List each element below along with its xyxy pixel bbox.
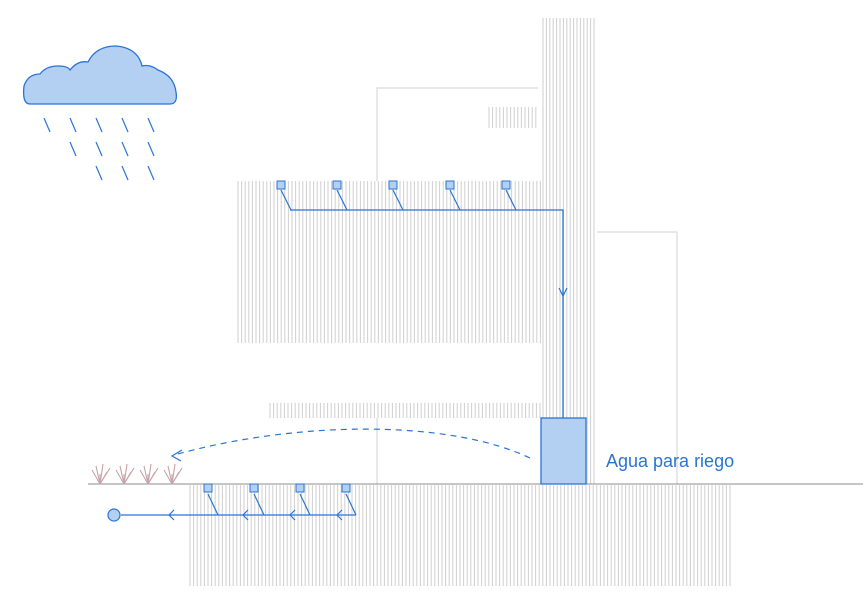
rain-drop <box>147 117 155 133</box>
upper-floor-hatch <box>237 181 541 343</box>
flow-arrow-icon <box>170 449 183 462</box>
drain-connector <box>449 189 461 211</box>
drain-connector <box>392 189 404 211</box>
collector-box-icon <box>388 180 398 190</box>
rain-icon <box>43 117 155 181</box>
grass-tuft <box>91 463 111 485</box>
water-tank <box>540 417 587 485</box>
drain-connector <box>505 189 517 211</box>
rain-drop <box>147 165 155 181</box>
drain-connector <box>253 493 265 516</box>
building-outline-left <box>376 87 538 181</box>
lower-floor-hatch <box>269 403 541 418</box>
dashed-flow-arc <box>170 428 531 462</box>
cloud-icon <box>22 45 178 105</box>
grass-tuft <box>115 463 135 485</box>
cloud-shape <box>22 45 178 105</box>
rain-drop <box>43 117 51 133</box>
flow-arrow-icon <box>558 287 568 298</box>
drain-connector <box>280 189 292 211</box>
rain-drop <box>121 141 129 157</box>
collector-box-icon <box>445 180 455 190</box>
flow-arrow-icon <box>289 509 296 521</box>
tank-body <box>540 417 587 485</box>
collector-box-icon <box>203 483 213 493</box>
flow-arrow-icon <box>242 509 249 521</box>
drain-connector <box>299 493 311 516</box>
roof-collection-pipe <box>276 180 568 418</box>
flow-arrow-icon <box>168 509 175 521</box>
grass-tuft <box>139 463 159 485</box>
collector-box-icon <box>332 180 342 190</box>
rain-drop <box>95 165 103 181</box>
collector-box-icon <box>501 180 511 190</box>
foundation-hatch <box>189 485 731 586</box>
drain-connector <box>207 493 219 516</box>
irrigation-pipe <box>107 483 357 522</box>
grass-tuft <box>163 463 183 485</box>
collector-box-icon <box>341 483 351 493</box>
collector-box-icon <box>295 483 305 493</box>
tank-label: Agua para riego <box>606 451 735 471</box>
grass-icon <box>91 463 183 485</box>
building-outline-right <box>597 231 678 484</box>
rain-drop <box>147 141 155 157</box>
rain-drop <box>69 117 77 133</box>
tower-hatch <box>542 18 595 484</box>
downspout-icon <box>290 209 564 418</box>
collector-box-icon <box>276 180 286 190</box>
drain-connector <box>336 189 348 211</box>
outlet-node-icon <box>107 508 121 522</box>
rain-drop <box>69 141 77 157</box>
flow-arrow-icon <box>336 509 343 521</box>
roof-vent-hatch <box>488 107 537 128</box>
rain-drop <box>95 141 103 157</box>
drain-connector <box>345 493 357 516</box>
building-hatching <box>189 18 731 586</box>
collector-box-icon <box>249 483 259 493</box>
rain-drop <box>121 165 129 181</box>
rain-drop <box>95 117 103 133</box>
rain-drop <box>121 117 129 133</box>
dashed-arc-path <box>173 428 531 459</box>
